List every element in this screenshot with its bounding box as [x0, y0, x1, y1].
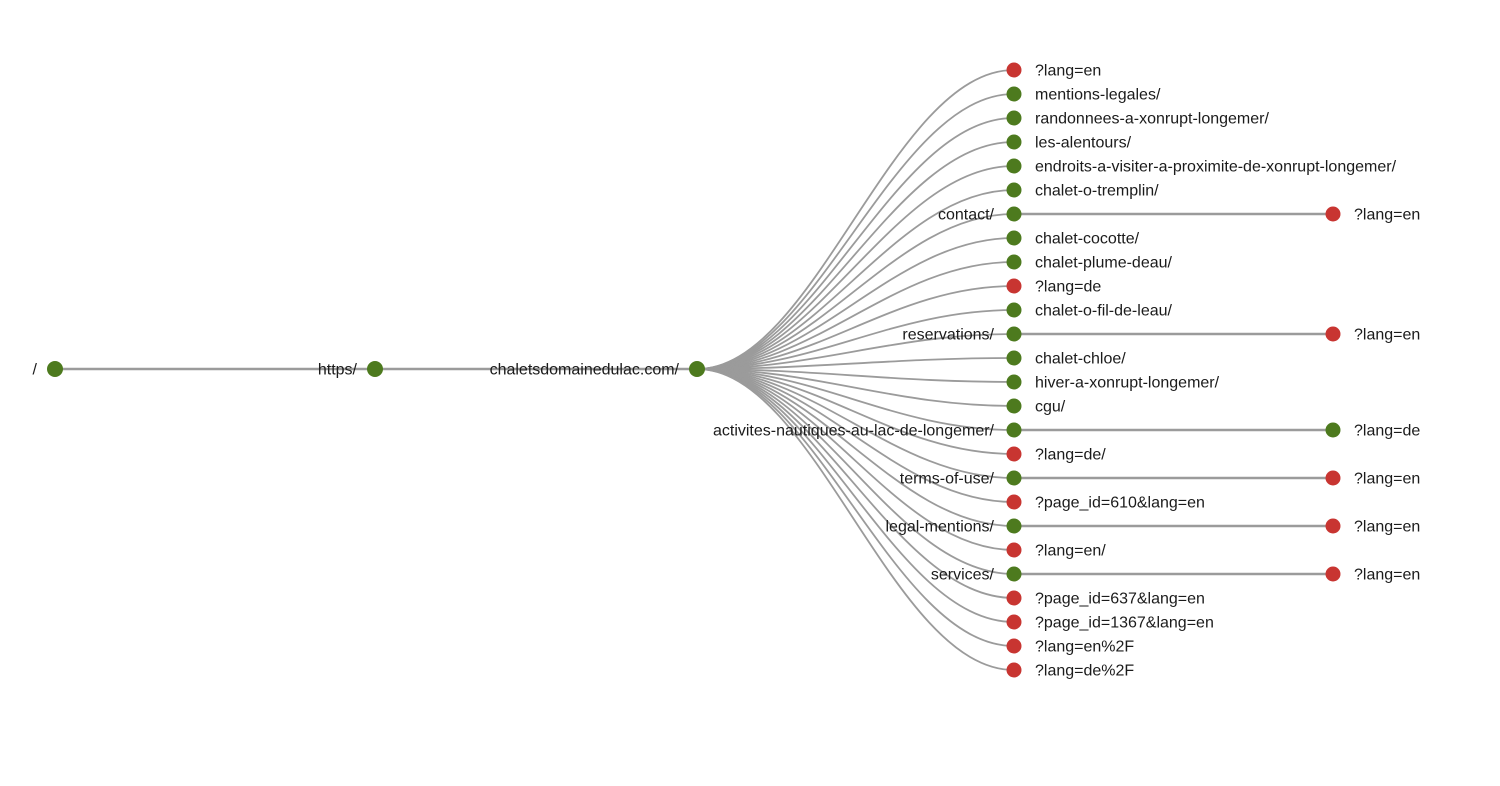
- branch-curve: [696, 285, 1015, 370]
- branch-curve: [696, 309, 1015, 370]
- branch-curve: [696, 368, 1015, 623]
- url-label: ?lang=de: [1035, 279, 1101, 296]
- branch-curve: [696, 165, 1015, 370]
- branch-curve: [696, 237, 1015, 370]
- branch-curve: [696, 368, 1015, 599]
- branch-curve: [696, 368, 1015, 383]
- url-label: endroits-a-visiter-a-proximite-de-xonrup…: [1035, 159, 1397, 176]
- url-label: ?lang=en%2F: [1035, 639, 1134, 656]
- url-node-scheme-label: https/: [318, 362, 358, 379]
- branch-curve: [696, 69, 1015, 370]
- url-node[interactable]: [1006, 110, 1022, 126]
- url-label: chalet-o-tremplin/: [1035, 183, 1159, 200]
- url-node[interactable]: [1006, 494, 1022, 510]
- url-sublabel: ?lang=en: [1354, 327, 1420, 344]
- url-node[interactable]: [1006, 134, 1022, 150]
- url-sublabel: ?lang=en: [1354, 471, 1420, 488]
- branch-curve: [696, 368, 1015, 431]
- url-node[interactable]: [1006, 278, 1022, 294]
- url-node[interactable]: [1006, 542, 1022, 558]
- url-node[interactable]: [1006, 518, 1022, 534]
- url-node[interactable]: [1006, 398, 1022, 414]
- url-label: services/: [931, 567, 995, 584]
- branch-curve: [696, 368, 1015, 671]
- url-sublabel: ?lang=en: [1354, 567, 1420, 584]
- url-sublabel: ?lang=en: [1354, 207, 1420, 224]
- branch-curve: [696, 213, 1015, 370]
- url-subnode[interactable]: [1325, 422, 1341, 438]
- url-label: terms-of-use/: [900, 471, 995, 488]
- url-label: mentions-legales/: [1035, 87, 1161, 104]
- branch-curve: [696, 93, 1015, 370]
- url-label: ?page_id=610&lang=en: [1035, 495, 1205, 512]
- url-node[interactable]: [1006, 614, 1022, 630]
- url-sublabel: ?lang=en: [1354, 519, 1420, 536]
- url-node[interactable]: [1006, 446, 1022, 462]
- url-label: ?lang=en/: [1035, 543, 1106, 560]
- url-node[interactable]: [1006, 302, 1022, 318]
- url-label: contact/: [938, 207, 995, 224]
- url-node[interactable]: [1006, 206, 1022, 222]
- url-label: ?lang=en: [1035, 63, 1101, 80]
- url-node[interactable]: [1006, 374, 1022, 390]
- url-subnode[interactable]: [1325, 206, 1341, 222]
- branch-curve: [696, 368, 1015, 551]
- url-label: ?page_id=637&lang=en: [1035, 591, 1205, 608]
- url-node[interactable]: [1006, 566, 1022, 582]
- url-node[interactable]: [1006, 590, 1022, 606]
- url-node-root-label: /: [33, 362, 38, 379]
- url-node[interactable]: [1006, 470, 1022, 486]
- url-node[interactable]: [1006, 350, 1022, 366]
- url-node[interactable]: [1006, 326, 1022, 342]
- url-node[interactable]: [1006, 182, 1022, 198]
- url-node-root[interactable]: [47, 361, 63, 377]
- branch-curve: [696, 117, 1015, 370]
- url-label: chalet-cocotte/: [1035, 231, 1140, 248]
- url-node[interactable]: [1006, 662, 1022, 678]
- url-label: ?page_id=1367&lang=en: [1035, 615, 1214, 632]
- branch-curve: [696, 368, 1015, 647]
- url-node[interactable]: [1006, 638, 1022, 654]
- url-label: randonnees-a-xonrupt-longemer/: [1035, 111, 1269, 128]
- url-label: legal-mentions/: [886, 519, 995, 536]
- url-label: ?lang=de%2F: [1035, 663, 1134, 680]
- url-label: hiver-a-xonrupt-longemer/: [1035, 375, 1220, 392]
- url-label: chalet-chloe/: [1035, 351, 1126, 368]
- url-node[interactable]: [1006, 158, 1022, 174]
- branch-curve: [696, 368, 1015, 527]
- url-node[interactable]: [1006, 422, 1022, 438]
- branch-curve: [696, 333, 1015, 370]
- branch-curve: [696, 368, 1015, 503]
- url-label: chalet-plume-deau/: [1035, 255, 1173, 272]
- url-node[interactable]: [1006, 62, 1022, 78]
- branch-curve: [696, 368, 1015, 479]
- url-label: reservations/: [902, 327, 994, 344]
- url-label: ?lang=de/: [1035, 447, 1106, 464]
- url-label: chalet-o-fil-de-leau/: [1035, 303, 1173, 320]
- url-node[interactable]: [1006, 230, 1022, 246]
- branch-curve: [696, 141, 1015, 370]
- url-node[interactable]: [1006, 86, 1022, 102]
- url-node-host-label: chaletsdomainedulac.com/: [490, 362, 680, 379]
- url-node[interactable]: [1006, 254, 1022, 270]
- branch-curve: [696, 261, 1015, 370]
- url-node-host[interactable]: [689, 361, 705, 377]
- url-label: les-alentours/: [1035, 135, 1132, 152]
- url-node-scheme[interactable]: [367, 361, 383, 377]
- branch-curve: [696, 368, 1015, 455]
- url-label: cgu/: [1035, 399, 1066, 416]
- url-label: activites-nautiques-au-lac-de-longemer/: [713, 423, 995, 440]
- url-subnode[interactable]: [1325, 518, 1341, 534]
- branch-curve: [696, 357, 1015, 370]
- branch-curve: [696, 368, 1015, 407]
- branch-curve: [696, 189, 1015, 370]
- url-subnode[interactable]: [1325, 326, 1341, 342]
- branch-curve: [696, 368, 1015, 575]
- url-subnode[interactable]: [1325, 566, 1341, 582]
- url-sublabel: ?lang=de: [1354, 423, 1420, 440]
- url-subnode[interactable]: [1325, 470, 1341, 486]
